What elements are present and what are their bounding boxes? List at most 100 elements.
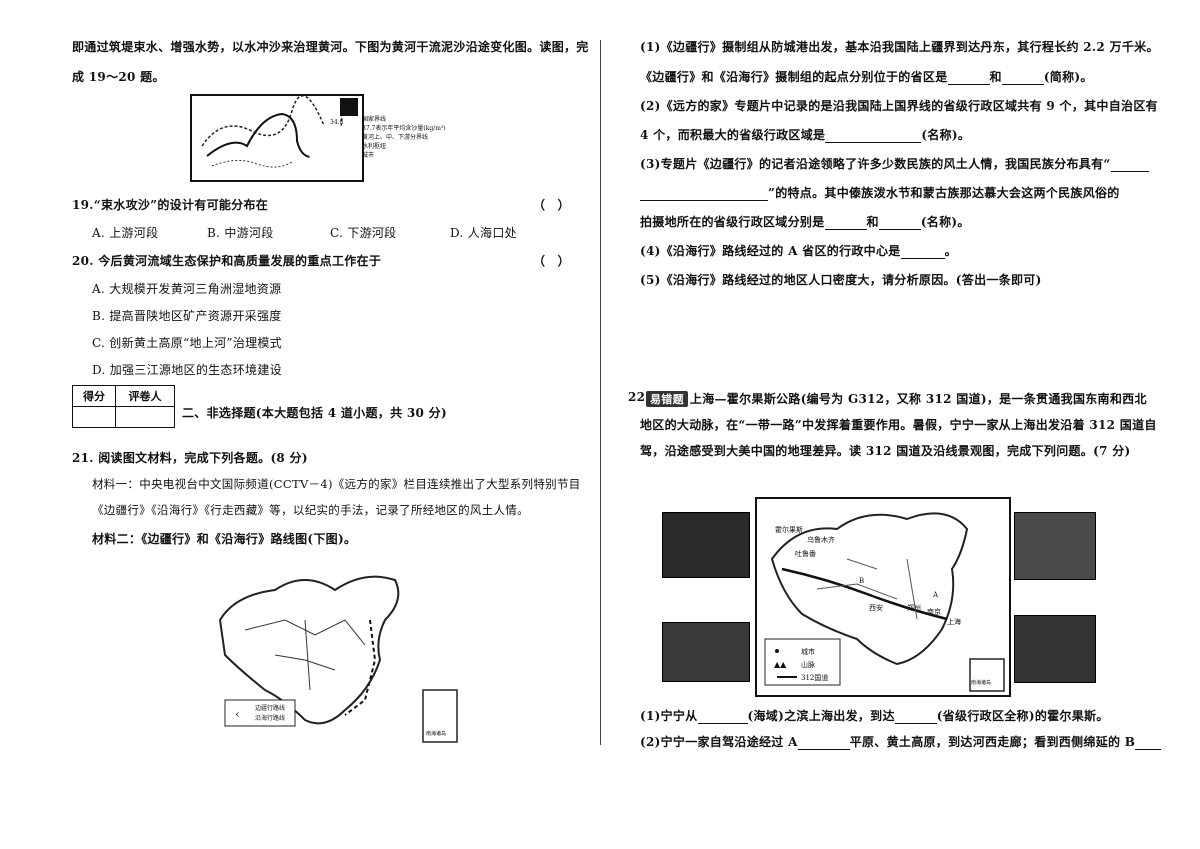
q21-2-blank[interactable]	[825, 130, 922, 143]
china-outline-2	[770, 512, 969, 666]
legend-city: 城市	[362, 152, 375, 159]
province-lines-2	[816, 558, 918, 620]
photo-loess	[1014, 512, 1096, 580]
q22-2-line: (2)宁宁一家自驾沿途经过 A 平原、黄土高原，到达河西走廊；看到西侧绵延的 B	[640, 733, 1162, 750]
score-table: 得分 评卷人	[72, 385, 175, 428]
q21-3-line-2: ”的特点。其中傣族泼水节和蒙古族那达慕大会这两个民族风俗的	[640, 184, 1120, 201]
q21-3-line-3: 拍摄地所在的省级行政区域分别是 和 (名称)。	[640, 213, 970, 230]
label-b: B	[859, 577, 865, 585]
q21-3-text-3c: (名称)。	[920, 215, 970, 229]
photo-building	[662, 512, 750, 578]
boundary-line	[211, 160, 293, 168]
q19-option-a[interactable]: A. 上游河段	[92, 226, 159, 240]
q20-option-d[interactable]: D. 加强三江源地区的生态环境建设	[92, 363, 282, 377]
sediment-value-label: 34.8	[330, 119, 344, 126]
section-2-heading: 二、非选择题(本大题包括 4 道小题，共 30 分)	[182, 406, 447, 420]
q20-stem: 20. 今后黄河流域生态保护和高质量发展的重点工作在于	[72, 254, 382, 268]
legend-border-route: 边疆行路线	[255, 705, 286, 712]
q19-option-c[interactable]: C. 下游河段	[330, 226, 397, 240]
q22-number: 22.	[628, 390, 650, 404]
china-route-map: ‹ 边疆行路线 沿海行路线 南海诸岛	[205, 560, 475, 745]
legend-road-label: 312国道	[801, 674, 829, 682]
q21-1-blank-2[interactable]	[1001, 72, 1044, 85]
q22-line-2: 地区的大动脉，在“一带一路”中发挥着重要作用。暑假，宁宁一家从上海出发沿着 31…	[640, 418, 1157, 432]
q19-option-d[interactable]: D. 人海口处	[450, 226, 517, 240]
q21-3-blank-1a[interactable]	[1110, 159, 1149, 172]
score-header: 得分	[72, 385, 116, 407]
q22-1-text-c: (省级行政区全称)的霍尔果斯。	[936, 709, 1109, 723]
legend-dam: 水利枢纽	[362, 143, 387, 150]
q19-option-b[interactable]: B. 中游河段	[207, 226, 274, 240]
map3-inset	[969, 658, 1005, 692]
q20-option-b[interactable]: B. 提高晋陕地区矿产资源开采强度	[92, 309, 282, 323]
label-zhengzhou: 郑州	[907, 604, 921, 612]
g312-route	[781, 567, 948, 621]
q22-2-blank-2[interactable]	[1135, 737, 1162, 750]
q21-2-line-1: (2)《远方的家》专题片中记录的是沿我国陆上国界线的省级行政区域共有 9 个，其…	[640, 99, 1158, 113]
q22-line-1: 易错题上海—霍尔果斯公路(编号为 G312，又称 312 国道)，是一条贯通我国…	[646, 390, 1147, 407]
q21-1-text-c: (简称)。	[1043, 70, 1093, 84]
arrow-icon: ‹	[235, 707, 240, 721]
q19-answer-paren[interactable]: （ ）	[533, 198, 570, 212]
q21-3-text-1: (3)专题片《边疆行》的记者沿途领略了许多少数民族的风土人情，我国民族分布具有“	[640, 157, 1111, 171]
q20-option-c[interactable]: C. 创新黄土高原“地上河”治理模式	[92, 336, 283, 350]
fig1-legend: 国家界线 37.7表示年平均含沙量(kg/m³) 黄河上、中、下游分界线 水利枢…	[362, 114, 462, 159]
photo-camels	[662, 622, 750, 682]
china-map-svg: ‹	[218, 575, 458, 743]
q22-1-blank-1[interactable]	[697, 711, 748, 724]
g312-route-map: ▲▲ 霍尔果斯 乌鲁木齐 吐鲁番 B 西安 郑州 A 南京 上海 城市 山脉 3…	[755, 497, 1011, 697]
q21-2-text-b: (名称)。	[921, 128, 971, 142]
q21-3-line-1: (3)专题片《边疆行》的记者沿途领略了许多少数民族的风土人情，我国民族分布具有“	[640, 155, 1149, 172]
q21-3-blank-2[interactable]	[824, 217, 867, 230]
q21-1-text-b: 和	[989, 70, 1002, 84]
intro-line-1: 即通过筑堤束水、增强水势，以水冲沙来治理黄河。下图为黄河干流泥沙沿途变化图。读图…	[72, 40, 589, 54]
error-prone-tag: 易错题	[646, 391, 688, 407]
legend-mountain-label: 山脉	[801, 661, 815, 669]
label-a: A	[933, 591, 939, 599]
q21-1-blank-1[interactable]	[947, 72, 990, 85]
q21-5-line: (5)《沿海行》路线经过的地区人口密度大，请分析原因。(答出一条即可)	[640, 273, 1042, 287]
q22-2-blank-1[interactable]	[797, 737, 850, 750]
column-divider	[600, 40, 601, 745]
material-1-line-1: 材料一：中央电视台中文国际频道(CCTV－4)《远方的家》栏目连续推出了大型系列…	[92, 477, 581, 491]
yellow-river-sediment-map: 34.8 国家界线 37.7表示年平均含沙量(kg/m³) 黄河上、中、下游分界…	[190, 94, 446, 182]
q21-1-text-a: 《边疆行》和《沿海行》摄制组的起点分别位于的省区是	[640, 70, 948, 84]
label-nanjing: 南京	[927, 608, 941, 616]
q19-stem: 19.“束水攻沙”的设计有可能分布在	[72, 198, 269, 212]
q22-2-text-b: 平原、黄土高原，到达河西走廊；看到西侧绵延的 B	[849, 735, 1136, 749]
q22-2-text-a: (2)宁宁一家自驾沿途经过 A	[640, 735, 798, 749]
q22-1-text-b: (海域)之滨上海出发，到达	[747, 709, 895, 723]
q21-3-text-2: ”的特点。其中傣族泼水节和蒙古族那达慕大会这两个民族风俗的	[768, 186, 1120, 200]
g312-map-svg: ▲▲	[764, 512, 1005, 692]
label-xian: 西安	[869, 604, 883, 612]
q21-1-line-2: 《边疆行》和《沿海行》摄制组的起点分别位于的省区是 和 (简称)。	[640, 68, 1093, 85]
q21-2-line-2: 4 个，而积最大的省级行政区域是 (名称)。	[640, 126, 970, 143]
yellow-river-map-svg: 34.8	[201, 94, 361, 179]
legend-box	[309, 125, 361, 179]
q21-4-blank[interactable]	[900, 246, 945, 259]
q22-1-blank-2[interactable]	[894, 711, 937, 724]
reviewer-cell[interactable]	[115, 406, 175, 428]
q21-3-blank-3[interactable]	[878, 217, 921, 230]
legend-river-sections: 黄河上、中、下游分界线	[362, 134, 429, 141]
legend-national-border: 国家界线	[362, 116, 387, 123]
q22-line-3: 驾，沿途感受到大美中国的地理差异。读 312 国道及沿线景观图，完成下列问题。(…	[640, 444, 1131, 458]
coastal-route	[344, 619, 377, 716]
q21-1-line-1: (1)《边疆行》摄制组从防城港出发，基本沿我国陆上疆界到达丹东，其行程长约 2.…	[640, 40, 1159, 54]
province-lines	[244, 619, 366, 691]
photo-water-town	[1014, 615, 1096, 683]
q21-3-text-3a: 拍摄地所在的省级行政区域分别是	[640, 215, 825, 229]
q21-3-blank-1b[interactable]	[640, 188, 768, 201]
legend-city-dot	[775, 649, 779, 653]
material-1-line-2: 《边疆行》《沿海行》《行走西藏》等，以纪实的手法，记录了所经地区的风土人情。	[92, 503, 529, 517]
q21-3-text-3b: 和	[866, 215, 879, 229]
score-cell[interactable]	[72, 406, 116, 428]
q21-2-text-a: 4 个，而积最大的省级行政区域是	[640, 128, 826, 142]
legend-coastal-route: 沿海行路线	[255, 715, 286, 722]
q22-1-text-a: (1)宁宁从	[640, 709, 698, 723]
legend-sediment: 37.7表示年平均含沙量(kg/m³)	[362, 125, 446, 132]
q20-answer-paren[interactable]: （ ）	[533, 254, 570, 268]
q20-option-a[interactable]: A. 大规模开发黄河三角洲湿地资源	[92, 282, 282, 296]
reviewer-header: 评卷人	[115, 385, 175, 407]
label-wulumuqi: 乌鲁木齐	[807, 536, 835, 544]
